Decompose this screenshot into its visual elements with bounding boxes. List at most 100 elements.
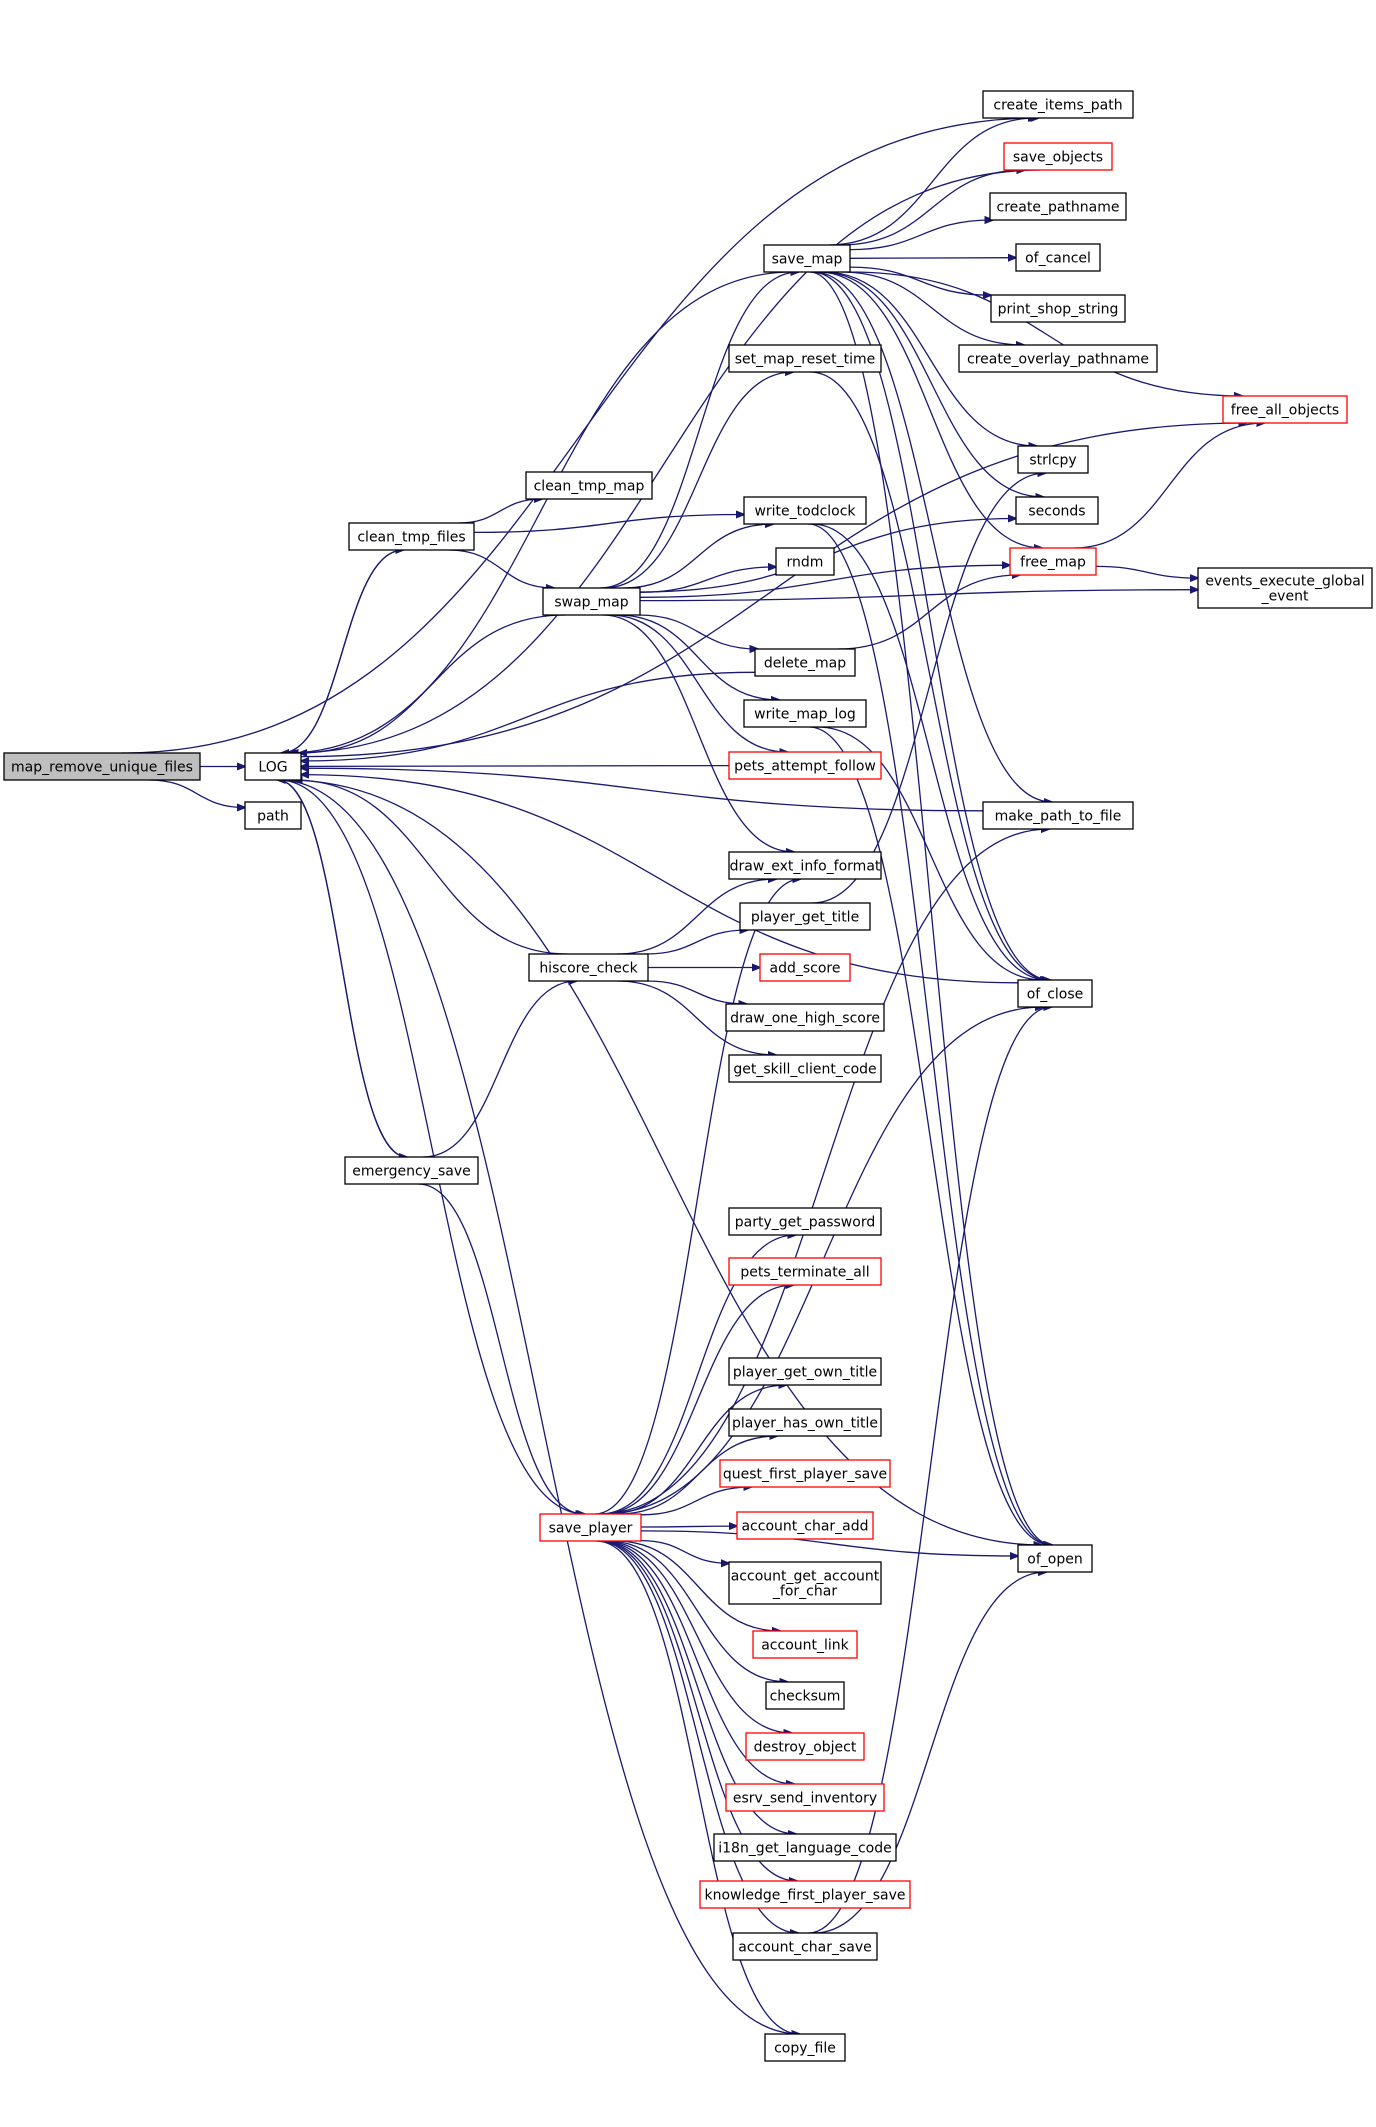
node-label: map_remove_unique_files (11, 760, 193, 776)
node-label: create_pathname (997, 200, 1120, 216)
node-label: i18n_get_language_code (718, 1841, 892, 1857)
node-strlcpy[interactable]: strlcpy (1017, 445, 1089, 474)
node-box (3, 752, 201, 781)
node-box (764, 2033, 846, 2062)
node-label: of_open (1027, 1552, 1082, 1568)
node-box (743, 699, 867, 728)
node-swap-map[interactable]: swap_map (542, 587, 641, 616)
node-player-get-title[interactable]: player_get_title (739, 902, 871, 931)
node-set-map-reset-time[interactable]: set_map_reset_time (728, 344, 882, 373)
node-box (1003, 142, 1113, 171)
node-label: delete_map (764, 656, 846, 672)
node-checksum[interactable]: checksum (765, 1681, 845, 1710)
node-save-objects[interactable]: save_objects (1003, 142, 1113, 171)
edge-save_map-to-make_path_to_file (813, 271, 1052, 802)
edge-swap_map-to-write_map_log (617, 614, 779, 700)
node-label: path (257, 809, 289, 825)
node-label: draw_ext_info_format (730, 859, 881, 875)
node-seconds[interactable]: seconds (1015, 496, 1099, 525)
node-clean-tmp-map[interactable]: clean_tmp_map (525, 471, 653, 500)
edge-save_player-to-copy_file (596, 1540, 799, 2034)
node-create-pathname[interactable]: create_pathname (989, 192, 1127, 221)
edge-save_player-to-of_open (640, 1530, 1018, 1556)
node-label: create_items_path (993, 98, 1122, 114)
edge-map_remove_unique_files-to-path (149, 779, 245, 808)
node-of-cancel[interactable]: of_cancel (1015, 243, 1101, 272)
edge-save_player-to-account_char_add (640, 1526, 737, 1527)
node-esrv-send-inventory[interactable]: esrv_send_inventory (725, 1783, 885, 1812)
node-draw-ext-info-format[interactable]: draw_ext_info_format (728, 851, 882, 880)
edge-account_char_save-to-of_open (813, 1572, 1047, 1934)
node-box (990, 294, 1126, 323)
node-get-skill-client-code[interactable]: get_skill_client_code (728, 1054, 882, 1083)
edge-clean_tmp_files-to-swap_map (448, 549, 554, 588)
node-box (528, 953, 649, 982)
node-box (728, 751, 882, 780)
node-box (525, 471, 653, 500)
node-hiscore-check[interactable]: hiscore_check (528, 953, 649, 982)
node-clean-tmp-files[interactable]: clean_tmp_files (348, 522, 475, 551)
node-label: set_map_reset_time (735, 352, 876, 368)
node-account-link[interactable]: account_link (752, 1630, 858, 1659)
node-label: checksum (770, 1689, 841, 1705)
node-print-shop-string[interactable]: print_shop_string (990, 294, 1126, 323)
node-label: clean_tmp_map (534, 479, 645, 495)
node-box (344, 1156, 479, 1185)
edge-swap_map-to-delete_map (638, 614, 758, 649)
node-map-remove-unique-files[interactable]: map_remove_unique_files (3, 752, 201, 781)
edge-free_map-to-free_all_objects (1073, 423, 1265, 549)
node-account-char-add[interactable]: account_char_add (736, 1511, 874, 1540)
node-free-all-objects[interactable]: free_all_objects (1222, 395, 1348, 424)
edge-hiscore_check-to-LOG (294, 780, 568, 955)
node-create-items-path[interactable]: create_items_path (982, 90, 1134, 119)
node-write-map-log[interactable]: write_map_log (743, 699, 867, 728)
node-label: account_char_save (738, 1940, 871, 1956)
node-free-map[interactable]: free_map (1009, 547, 1097, 576)
node-add-score[interactable]: add_score (759, 953, 851, 982)
node-pets-terminate-all[interactable]: pets_terminate_all (728, 1257, 882, 1286)
node-rndm[interactable]: rndm (775, 547, 835, 576)
node-label: swap_map (554, 595, 628, 611)
node-label: free_map (1020, 555, 1086, 571)
edge-hiscore_check-to-draw_ext_info_format (617, 879, 776, 955)
node-copy-file[interactable]: copy_file (764, 2033, 846, 2062)
node-of-close[interactable]: of_close (1017, 979, 1093, 1008)
node-destroy-object[interactable]: destroy_object (745, 1732, 865, 1761)
edge-save_player-to-account_get_account_for_char (640, 1539, 729, 1564)
node-write-todclock[interactable]: write_todclock (743, 496, 867, 525)
node-box (982, 90, 1134, 119)
node-player-has-own-title[interactable]: player_has_own_title (728, 1408, 882, 1437)
edge-hiscore_check-to-draw_one_high_score (646, 980, 747, 1004)
edge-save_player-to-account_char_save (597, 1540, 798, 1933)
node-label: LOG (258, 760, 287, 776)
node-pets-attempt-follow[interactable]: pets_attempt_follow (728, 751, 882, 780)
node-of-open[interactable]: of_open (1017, 1544, 1093, 1573)
node-LOG[interactable]: LOG (244, 752, 302, 781)
node-party-get-password[interactable]: party_get_password (728, 1207, 882, 1236)
node-knowledge-first-player-save[interactable]: knowledge_first_player_save (699, 1880, 911, 1909)
node-box (725, 1003, 885, 1032)
edge-save_map-to-strlcpy (823, 271, 1037, 446)
node-label: save_player (549, 1521, 633, 1537)
node-i18n-get-language-code[interactable]: i18n_get_language_code (713, 1833, 897, 1862)
node-delete-map[interactable]: delete_map (754, 648, 856, 677)
node-create-overlay-pathname[interactable]: create_overlay_pathname (958, 344, 1158, 373)
node-save-player[interactable]: save_player (539, 1513, 642, 1542)
edge-make_path_to_file-to-LOG (301, 768, 984, 812)
node-make-path-to-file[interactable]: make_path_to_file (982, 801, 1134, 830)
node-path[interactable]: path (244, 801, 302, 830)
node-events-execute-global-event[interactable]: events_execute_global_event (1197, 567, 1373, 609)
node-quest-first-player-save[interactable]: quest_first_player_save (719, 1459, 891, 1488)
edge-save_map-to-create_overlay_pathname (840, 271, 1024, 345)
node-box (1015, 496, 1099, 525)
node-draw-one-high-score[interactable]: draw_one_high_score (725, 1003, 885, 1032)
node-label: clean_tmp_files (357, 530, 465, 546)
node-emergency-save[interactable]: emergency_save (344, 1156, 479, 1185)
edge-delete_map-to-LOG (301, 671, 756, 761)
node-player-get-own-title[interactable]: player_get_own_title (728, 1357, 882, 1386)
node-account-get-account-for-char[interactable]: account_get_account_for_char (728, 1561, 882, 1605)
node-save-map[interactable]: save_map (763, 244, 851, 273)
node-box (728, 1561, 882, 1605)
node-label: player_has_own_title (732, 1416, 878, 1432)
node-account-char-save[interactable]: account_char_save (732, 1932, 878, 1961)
